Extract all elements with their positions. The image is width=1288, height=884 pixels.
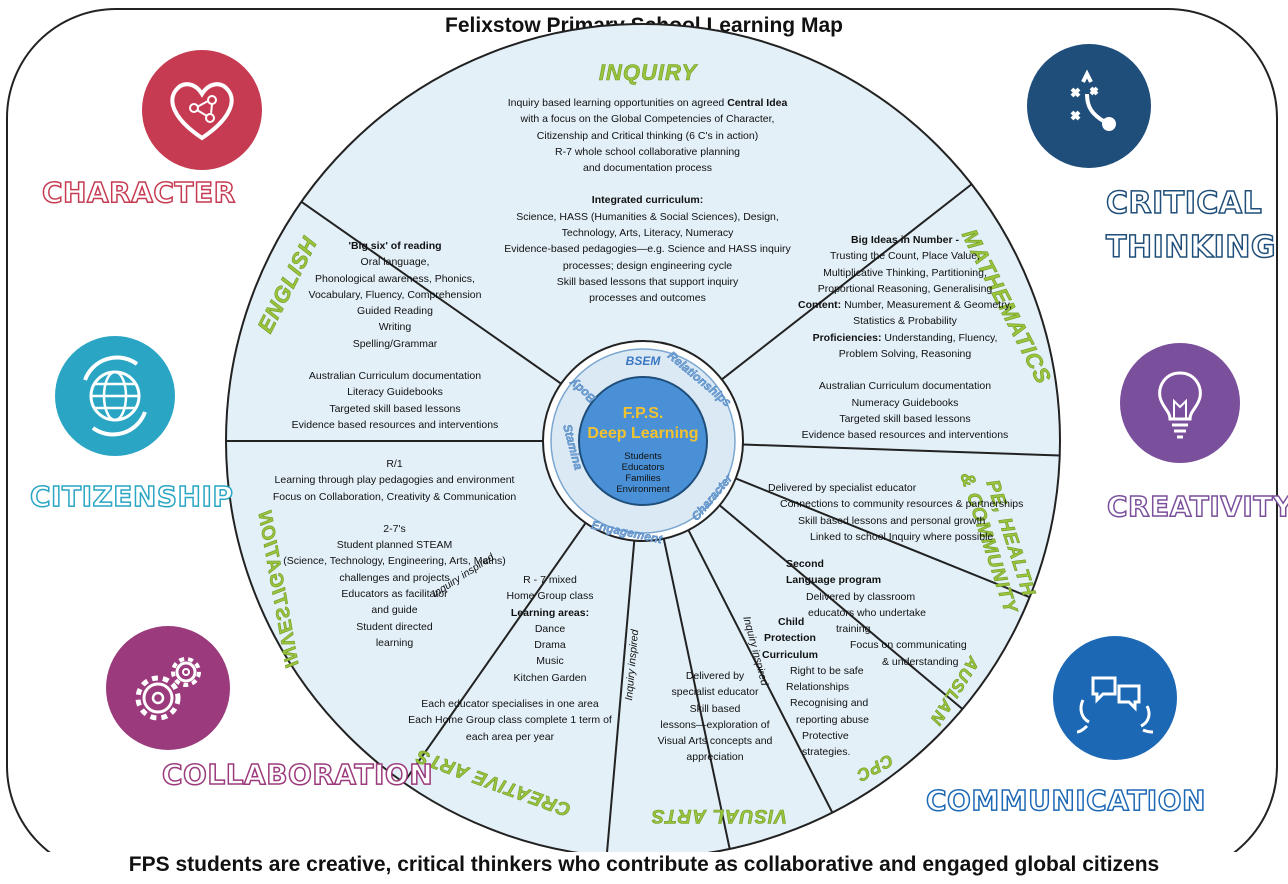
- segment-divider: [718, 504, 964, 710]
- creativity-lightbulb-icon: [1120, 343, 1240, 463]
- communication-speech-bubbles-icon: [1053, 636, 1177, 760]
- pe-content: Delivered by specialist educator Connect…: [768, 482, 1024, 543]
- critical-thinking-label-1: CRITICAL: [1105, 185, 1263, 222]
- auslan-content: Second Language program Delivered by cla…: [786, 558, 967, 668]
- citizenship-label: CITIZENSHIP: [29, 479, 234, 514]
- core-title-fps: F.P.S.: [623, 405, 664, 422]
- mathematics-content: Big Ideas in Number - Trusting the Count…: [798, 234, 1012, 442]
- creative-arts-content: R - 7 mixed Home Group class Learning ar…: [506, 574, 594, 684]
- segment-divider: [687, 529, 834, 814]
- critical-thinking-label-2: THINKING: [1105, 229, 1276, 266]
- investigation-content: R/1 Learning through play pedagogies and…: [272, 458, 517, 649]
- vision-statement: FPS students are creative, critical thin…: [0, 852, 1288, 878]
- segment-divider: [662, 538, 731, 850]
- segment-divider: [735, 477, 1031, 599]
- core-circle: [578, 376, 708, 506]
- citizenship-globe-arrows-icon: [55, 336, 175, 456]
- core-stakeholder: Environment: [616, 484, 670, 495]
- collaboration-gears-icon: [106, 626, 230, 750]
- segment-divider: [721, 183, 973, 381]
- inquiry-title: INQUIRY: [599, 60, 699, 85]
- segment-divider: [605, 540, 636, 857]
- character-heart-network-icon: [142, 50, 262, 170]
- creative-arts-content-2: Each educator specialises in one area Ea…: [408, 698, 612, 743]
- core-stakeholder: Families: [625, 473, 661, 484]
- core-stakeholder: Students: [624, 451, 662, 462]
- segment-divider: [742, 443, 1060, 457]
- english-content: 'Big six' of reading Oral language, Phon…: [291, 240, 499, 431]
- wheel-spokes: [226, 183, 1060, 857]
- inquiry-content: Inquiry based learning opportunities on …: [504, 97, 791, 305]
- core-title-deep-learning: Deep Learning: [587, 425, 698, 442]
- collaboration-label: COLLABORATION: [161, 757, 434, 792]
- visual-arts-title: VISUAL ARTS: [651, 805, 787, 826]
- creativity-label: CREATIVITY: [1106, 489, 1288, 524]
- core-stakeholder: Educators: [622, 462, 665, 473]
- critical-thinking-path-decision-icon: [1027, 44, 1151, 168]
- communication-label: COMMUNICATION: [925, 783, 1206, 818]
- segment-divider: [300, 200, 562, 385]
- visual-arts-content: Delivered by specialist educator Skill b…: [657, 670, 773, 764]
- character-label: CHARACTER: [41, 175, 236, 210]
- ring-word-bsem: BSEM: [626, 354, 662, 368]
- segment-divider: [402, 522, 587, 784]
- cpc-content: Child Protection Curriculum Right to be …: [762, 616, 869, 759]
